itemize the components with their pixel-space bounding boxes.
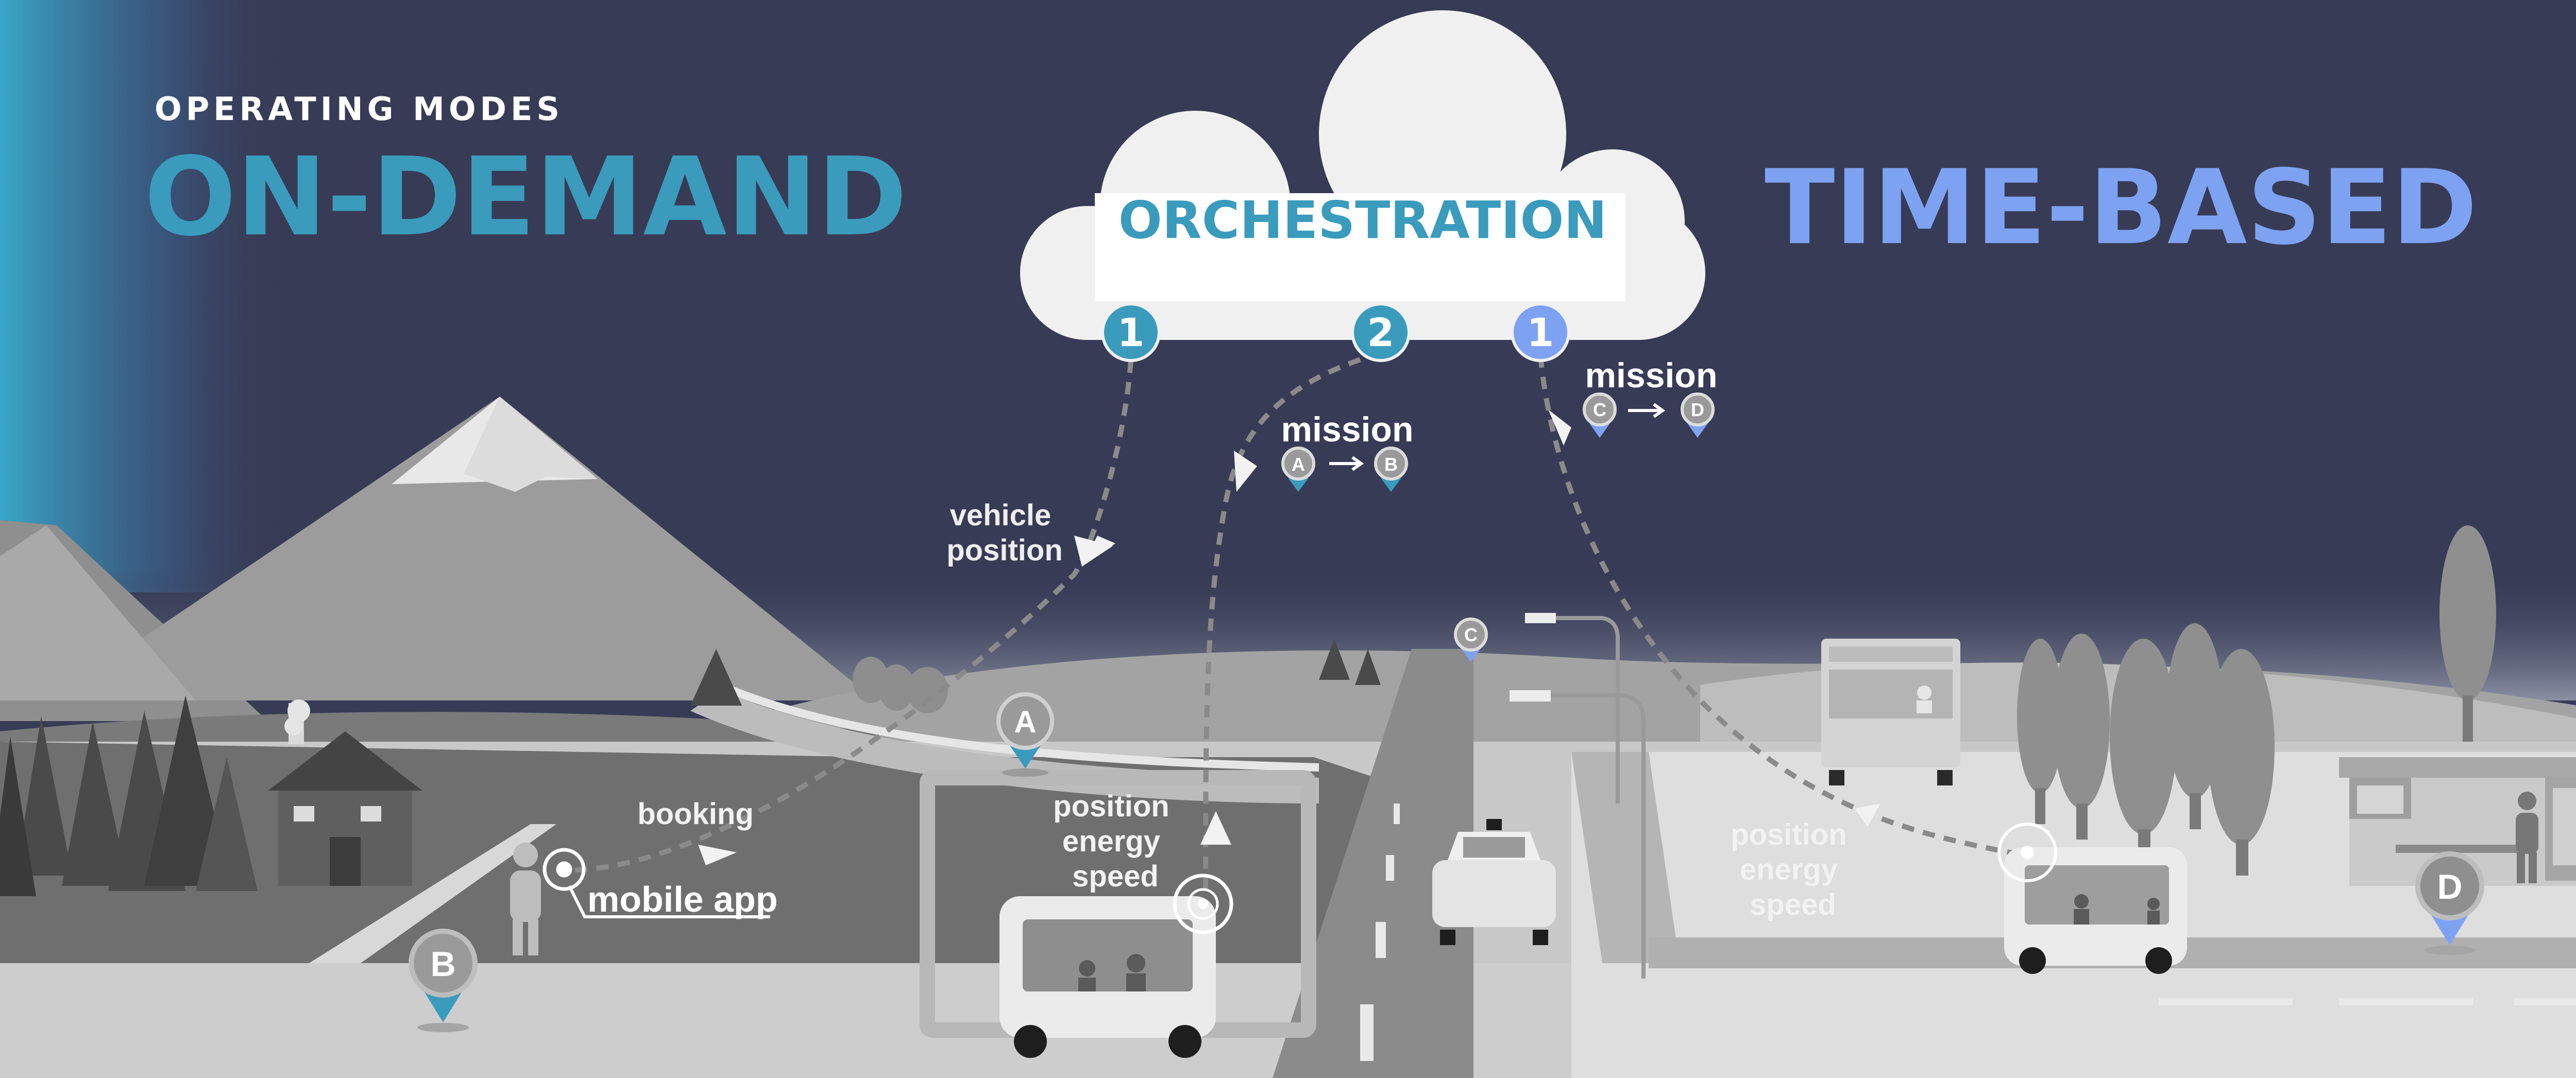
car-icon [1432, 819, 1556, 945]
data-flow-paths [564, 350, 2025, 902]
tree-icon [2017, 525, 2496, 876]
cloud-label: ORCHESTRATION [1118, 190, 1607, 250]
telemetry-left-line-1: position [1053, 790, 1170, 823]
step-badge-left: 1 [1101, 302, 1161, 362]
pin-a-scene: A [996, 692, 1054, 777]
pin-d-letter: D [2437, 867, 2462, 906]
shuttle-icon [999, 874, 1233, 1058]
booking-label: booking [637, 797, 754, 831]
pin-b-letter: B [430, 945, 455, 984]
step-badge-right: 1 [1511, 302, 1570, 362]
location-pin-icon: C [1583, 392, 1617, 438]
arrow-right-icon [1628, 403, 1666, 418]
location-pin-icon: A [1281, 447, 1315, 492]
step-badge-left-number: 1 [1117, 310, 1145, 355]
house-icon [268, 699, 422, 886]
arrow-right-icon [1329, 456, 1364, 471]
telemetry-right-label: position energy speed [1731, 818, 1855, 921]
pin-c-scene: C [1454, 618, 1488, 662]
step-badge-right-number: 1 [1527, 310, 1554, 355]
lane-markings [1360, 803, 2576, 1061]
telemetry-right-line-1: position [1731, 818, 1847, 851]
bus-icon [1821, 639, 1960, 785]
telemetry-right-line-3: speed [1750, 888, 1836, 921]
left-glow [0, 0, 289, 592]
telemetry-right-line-2: energy [1740, 853, 1838, 886]
tree-icon [0, 639, 1381, 896]
pin-d-scene: D [2415, 851, 2484, 955]
right-title: TIME-BASED [1765, 148, 2477, 268]
telemetry-left-label: position energy speed [1053, 790, 1178, 893]
step-badge-middle: 2 [1351, 302, 1411, 362]
bush-icon [853, 657, 948, 713]
mission-left-pin-a: A [1292, 454, 1305, 475]
step-badge-middle-number: 2 [1367, 310, 1395, 355]
mission-right-pins: C D [1583, 392, 1715, 438]
pin-c-letter: C [1464, 624, 1478, 645]
telemetry-left-line-2: energy [1062, 825, 1160, 858]
mission-left-pin-b: B [1384, 454, 1398, 475]
mission-left-pins: A B [1281, 447, 1408, 492]
person-icon [2516, 792, 2538, 883]
mobile-app-bracket [568, 885, 770, 918]
mission-right-pin-c: C [1593, 399, 1606, 420]
location-pin-icon: B [1374, 447, 1408, 492]
vehicle-position-label: vehicle position [946, 499, 1063, 567]
pin-b-scene: B [409, 929, 478, 1032]
cloud-icon [1020, 10, 1705, 340]
mission-left-label: mission [1281, 410, 1414, 449]
mobile-app-label: mobile app [587, 879, 777, 919]
location-pin-icon: D [1681, 392, 1715, 438]
phone-signal-icon [543, 848, 586, 891]
mission-right-label: mission [1585, 356, 1718, 395]
shuttle-icon [1997, 823, 2187, 974]
pin-a-letter: A [1014, 705, 1036, 739]
vehicle-position-label-line-1: vehicle [950, 499, 1052, 532]
mission-right-pin-d: D [1691, 399, 1704, 420]
streetlight-icon [1510, 613, 1646, 979]
mountain-range [0, 397, 876, 721]
left-title: ON-DEMAND [144, 134, 907, 260]
arrow-right-icon [698, 409, 1880, 865]
subtitle: OPERATING MODES [155, 90, 564, 128]
vehicle-position-label-line-2: position [946, 534, 1063, 567]
telemetry-left-line-3: speed [1072, 860, 1159, 893]
person-icon [510, 843, 541, 955]
